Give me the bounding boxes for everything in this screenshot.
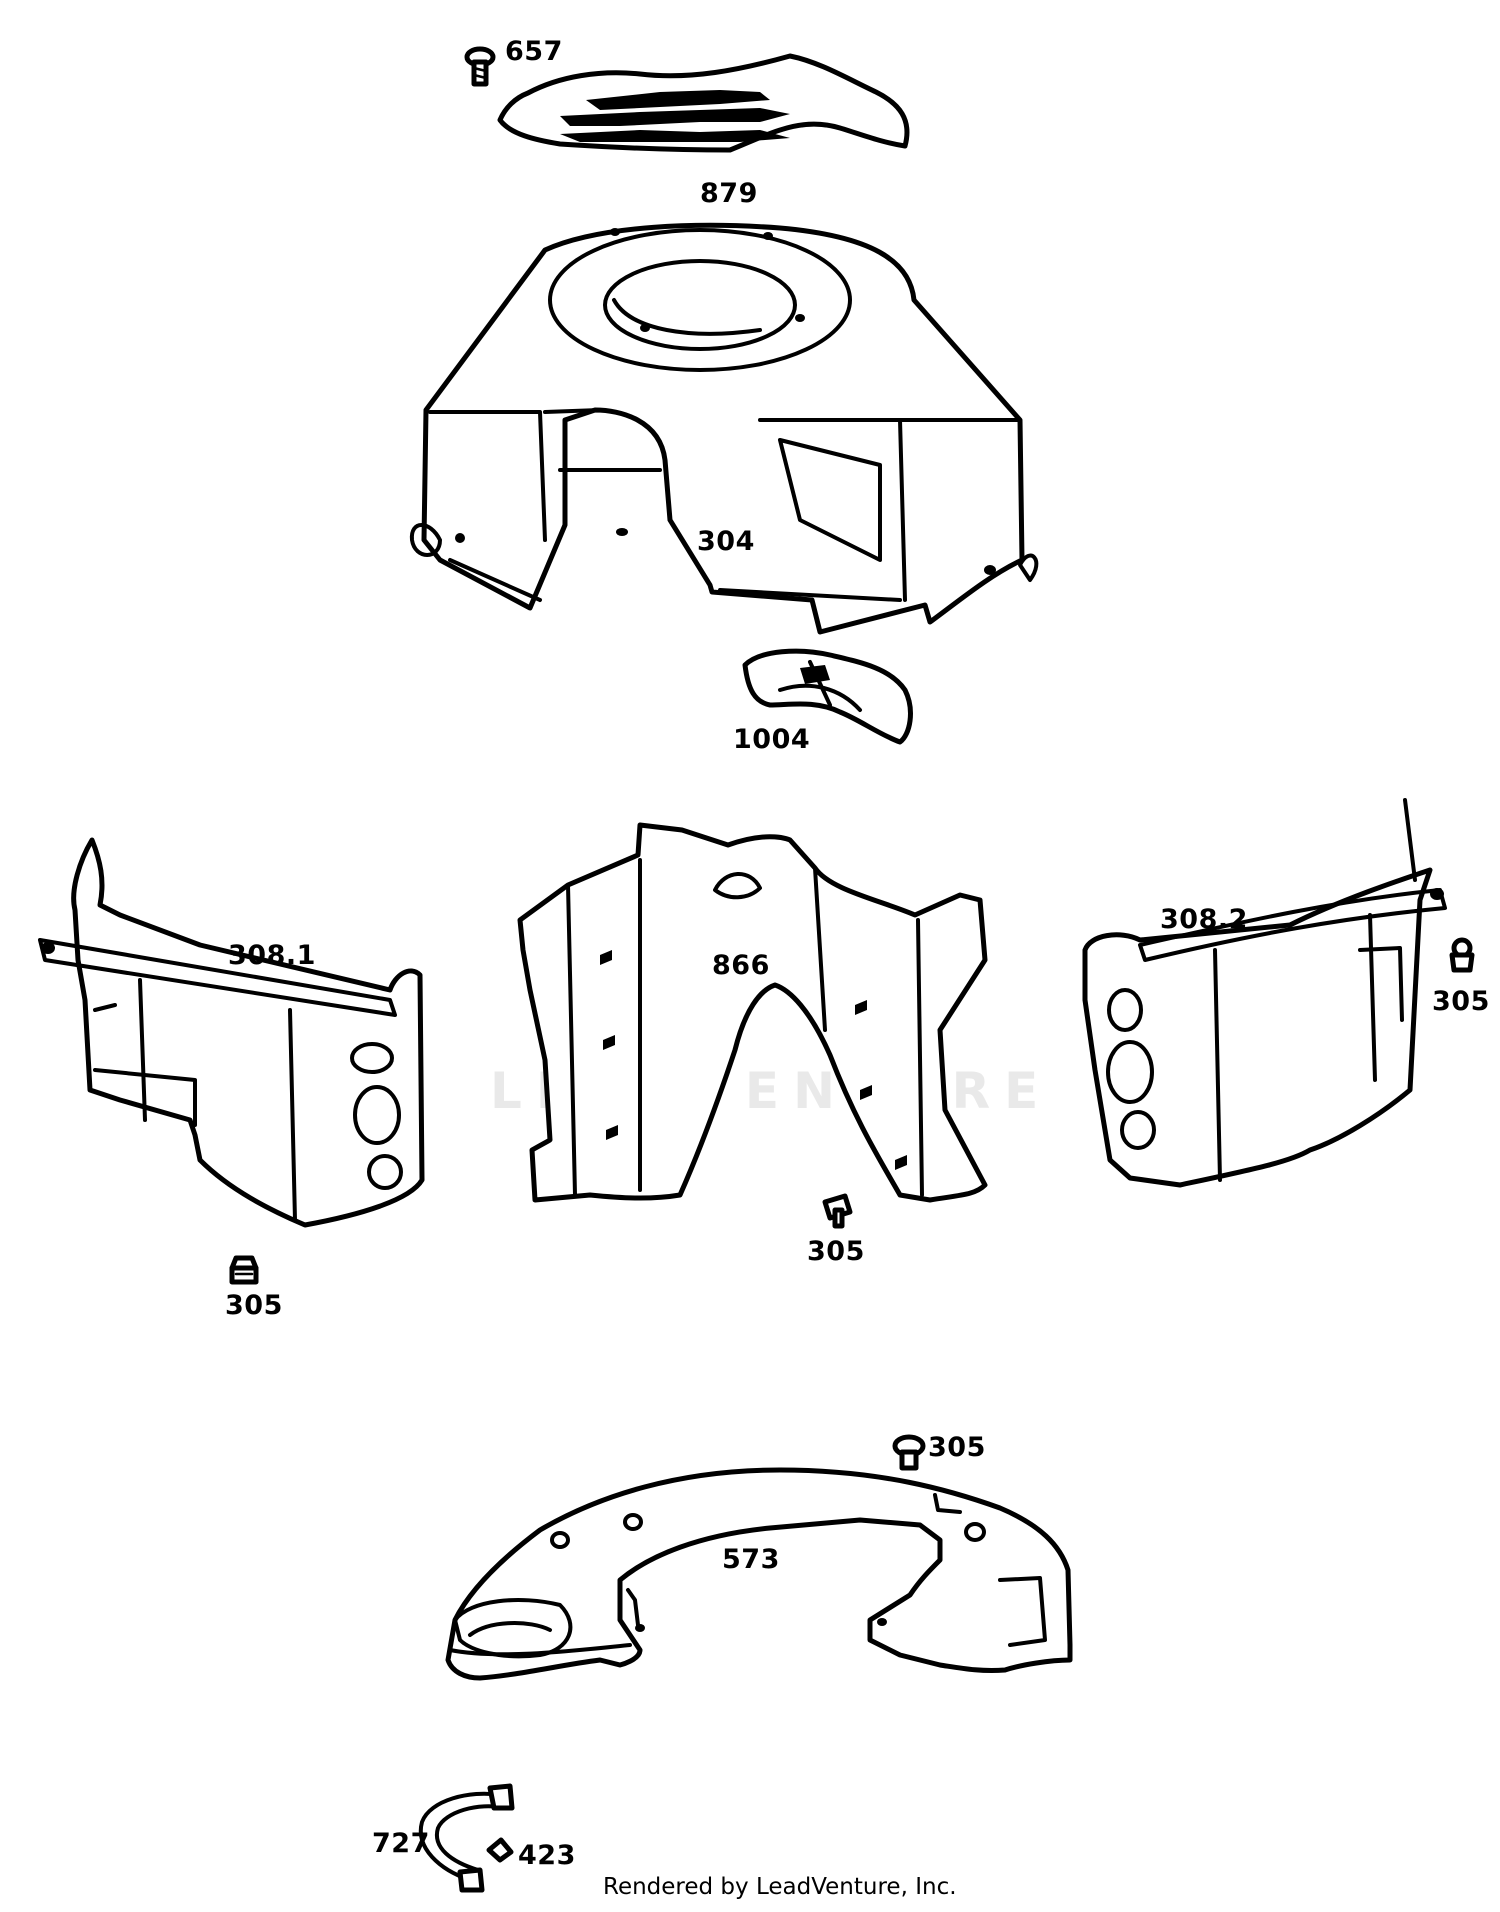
label-657: 657 bbox=[505, 36, 563, 67]
label-308-2: 308.2 bbox=[1160, 904, 1248, 935]
center-baffle-866-icon bbox=[517, 822, 988, 1203]
label-305-left: 305 bbox=[225, 1290, 283, 1321]
label-305-right: 305 bbox=[1432, 986, 1490, 1017]
air-guide-1004-icon bbox=[742, 648, 913, 745]
footer-credit: Rendered by LeadVenture, Inc. bbox=[603, 1874, 957, 1900]
label-1004: 1004 bbox=[733, 724, 811, 755]
label-727: 727 bbox=[372, 1828, 430, 1859]
nut-423-icon bbox=[486, 1837, 514, 1863]
decal-879-icon bbox=[497, 53, 910, 153]
label-308-1: 308.1 bbox=[228, 940, 316, 971]
screw-305-right-icon bbox=[1449, 937, 1475, 973]
label-305-center: 305 bbox=[807, 1236, 865, 1267]
label-866: 866 bbox=[712, 950, 770, 981]
label-573: 573 bbox=[722, 1544, 780, 1575]
label-879: 879 bbox=[700, 178, 758, 209]
base-baffle-573-icon bbox=[445, 1467, 1073, 1681]
screw-305-left-icon bbox=[229, 1255, 259, 1285]
label-305-base: 305 bbox=[928, 1432, 986, 1463]
blower-housing-304-icon bbox=[409, 222, 1039, 635]
side-baffle-308-1-icon bbox=[38, 837, 425, 1228]
label-423: 423 bbox=[518, 1840, 576, 1871]
clip-727-icon bbox=[418, 1783, 515, 1893]
label-304: 304 bbox=[697, 526, 755, 557]
side-baffle-308-2-icon bbox=[1082, 798, 1447, 1188]
screw-305-center-icon bbox=[822, 1193, 853, 1229]
screw-657-icon bbox=[464, 46, 496, 87]
screw-305-base-icon bbox=[892, 1434, 926, 1471]
